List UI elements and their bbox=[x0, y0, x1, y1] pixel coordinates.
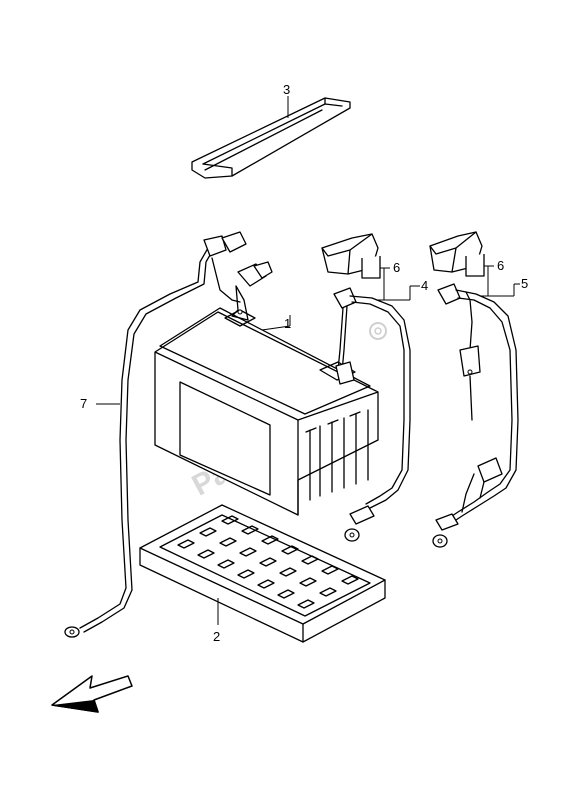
positive-lead[interactable] bbox=[333, 287, 411, 542]
terminal-cover-left[interactable] bbox=[321, 233, 381, 279]
callout-6b: 6 bbox=[497, 258, 504, 273]
callout-2: 2 bbox=[213, 629, 220, 644]
callout-4: 4 bbox=[421, 278, 428, 293]
callout-7: 7 bbox=[80, 396, 87, 411]
gear-icon bbox=[369, 322, 387, 340]
callout-6a: 6 bbox=[393, 260, 400, 275]
leader-line-5 bbox=[480, 265, 520, 297]
terminal-cover-right[interactable] bbox=[429, 231, 485, 277]
callout-3: 3 bbox=[283, 82, 290, 97]
battery-tray[interactable] bbox=[139, 504, 386, 643]
negative-lead[interactable] bbox=[432, 283, 519, 548]
callout-1: 1 bbox=[284, 316, 291, 331]
front-direction-arrow-icon bbox=[51, 675, 133, 713]
battery[interactable] bbox=[154, 307, 379, 516]
leader-line-1 bbox=[261, 325, 291, 331]
callout-5: 5 bbox=[521, 276, 528, 291]
ground-lead[interactable] bbox=[64, 231, 273, 638]
battery-strap[interactable] bbox=[191, 97, 351, 179]
